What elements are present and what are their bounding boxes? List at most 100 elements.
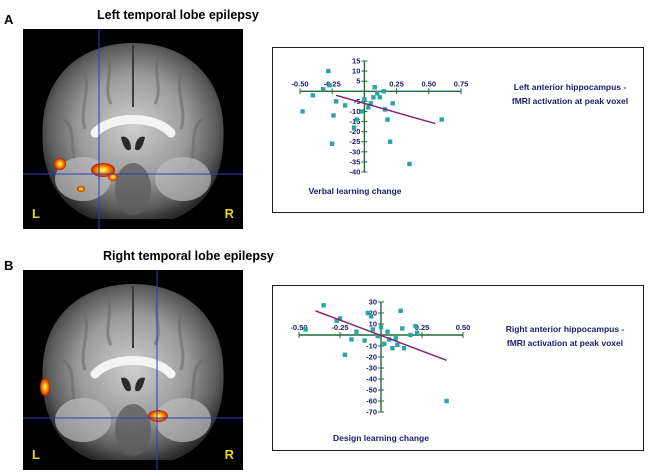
cortical-fold	[178, 68, 185, 130]
x-tick-label: 0.25	[389, 79, 404, 88]
y-axis-label: Left anterior hippocampus -	[514, 82, 627, 92]
cortical-fold	[81, 68, 88, 130]
data-point	[354, 329, 359, 334]
data-point	[375, 91, 380, 96]
corpus-callosum	[90, 356, 176, 379]
data-point	[321, 303, 326, 308]
x-tick-label: -0.25	[324, 79, 341, 88]
brain-stem	[115, 404, 151, 456]
ventricle	[121, 136, 131, 151]
data-point	[354, 117, 359, 122]
data-point	[310, 93, 316, 98]
activation-blob	[54, 158, 66, 170]
y-tick-label: -10	[366, 342, 377, 351]
data-point	[387, 139, 393, 144]
y-tick-label: 10	[352, 67, 360, 76]
x-tick-label: -0.50	[291, 79, 308, 88]
data-point	[387, 337, 392, 342]
brain-right-label: R	[224, 447, 234, 462]
x-tick-label: 0.75	[454, 79, 469, 88]
activation-blob	[148, 410, 168, 422]
panel-b-title: Right temporal lobe epilepsy	[103, 249, 274, 263]
data-point	[366, 105, 371, 110]
y-tick-label: -60	[366, 397, 377, 406]
y-tick-label: 5	[356, 77, 360, 86]
y-axis-label: Right anterior hippocampus -	[506, 324, 625, 334]
data-point	[334, 318, 339, 323]
y-tick-label: -10	[350, 107, 361, 116]
data-point	[331, 113, 336, 118]
ventricle	[135, 377, 145, 392]
data-point	[349, 337, 354, 342]
y-tick-label: 15	[352, 57, 360, 66]
y-tick-label: -20	[366, 353, 377, 362]
y-tick-label: -30	[366, 364, 377, 373]
temporal-lobe	[55, 398, 111, 442]
data-point	[382, 341, 387, 346]
cortical-fold	[153, 56, 160, 105]
x-axis-label: Design learning change	[333, 433, 429, 443]
data-point	[368, 101, 374, 106]
data-point	[390, 346, 395, 351]
cortical-fold	[178, 309, 185, 371]
trend-line	[315, 310, 447, 361]
data-point	[377, 95, 383, 100]
data-point	[408, 332, 413, 338]
y-tick-label: -25	[350, 137, 361, 146]
ventricle	[135, 136, 145, 151]
data-point	[439, 117, 444, 122]
data-point	[381, 89, 386, 94]
data-point	[400, 326, 405, 331]
y-axis-label: fMRI activation at peak voxel	[512, 96, 628, 106]
y-tick-label: 20	[369, 309, 377, 318]
y-tick-label: 30	[369, 298, 377, 307]
y-tick-label: -30	[350, 147, 361, 156]
data-point	[342, 103, 348, 108]
trend-line	[335, 94, 436, 125]
data-point	[365, 310, 371, 316]
mri-slice	[23, 29, 243, 229]
data-point	[390, 101, 395, 106]
y-tick-label: 10	[369, 320, 377, 329]
data-point	[398, 308, 403, 313]
x-axis-label: Verbal learning change	[308, 186, 401, 196]
y-tick-label: -70	[366, 408, 377, 417]
y-tick-label: -40	[350, 168, 361, 177]
data-point	[385, 117, 390, 122]
data-point	[375, 333, 380, 339]
x-tick-label: -0.50	[290, 323, 307, 332]
data-point	[414, 330, 420, 335]
data-point	[407, 161, 412, 167]
data-point	[368, 314, 374, 319]
data-point	[320, 87, 326, 92]
data-point	[378, 325, 384, 330]
brain-right-label: R	[224, 206, 234, 221]
brain-image-right-tle: L R	[23, 270, 243, 470]
data-point	[300, 109, 305, 114]
activation-blob	[40, 378, 50, 396]
panel-a-title: Left temporal lobe epilepsy	[97, 8, 259, 22]
data-point	[362, 338, 367, 343]
data-point	[303, 327, 308, 332]
x-tick-label: 0.50	[456, 323, 471, 332]
mri-slice	[23, 270, 243, 470]
y-tick-label: -35	[350, 157, 361, 166]
brain-stem	[115, 163, 151, 215]
y-tick-label: -20	[350, 127, 361, 136]
brain-image-left-tle: L R	[23, 29, 243, 229]
temporal-lobe	[155, 157, 211, 201]
data-point	[395, 342, 400, 348]
data-point	[370, 327, 375, 332]
y-axis-label: fMRI activation at peak voxel	[507, 338, 623, 348]
data-point	[342, 352, 348, 357]
data-point	[401, 346, 407, 351]
cortical-fold	[81, 309, 88, 371]
activation-blob	[108, 173, 118, 181]
data-point	[330, 141, 335, 146]
data-point	[385, 329, 390, 334]
scatter-chart-verbal-learning: -0.50-0.250.250.500.7515105-5-10-15-20-2…	[272, 47, 644, 213]
y-tick-label: -50	[366, 386, 377, 395]
data-point	[372, 85, 377, 90]
